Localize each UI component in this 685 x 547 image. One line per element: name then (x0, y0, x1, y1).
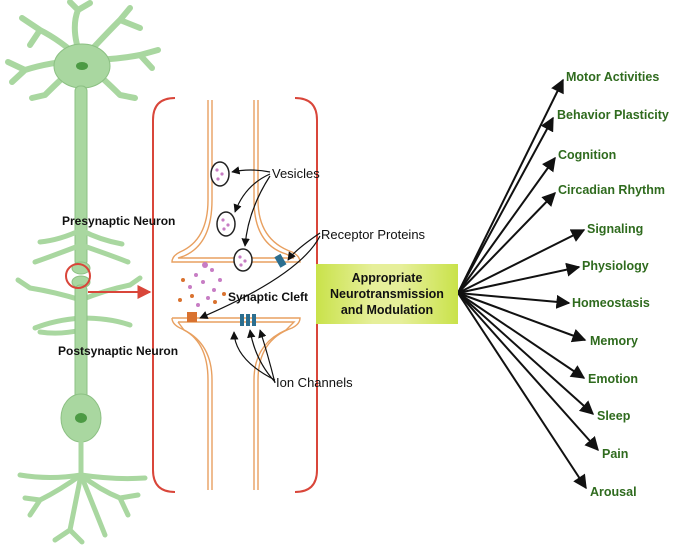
axon-terminals (32, 227, 131, 265)
presynaptic-label: Presynaptic Neuron (62, 214, 176, 228)
function-label: Sleep (597, 409, 631, 423)
function-arrow (457, 292, 587, 490)
function-arrow (457, 116, 554, 294)
neurotransmission-box: Appropriate Neurotransmission and Modula… (316, 264, 458, 324)
center-line-3: and Modulation (340, 303, 434, 317)
callout-arrows (199, 166, 321, 384)
function-arrow (457, 191, 556, 294)
receptor-protein-bottom (187, 312, 197, 322)
function-label: Memory (590, 334, 638, 348)
center-line-2: Neurotransmission (330, 287, 444, 301)
function-arrow (457, 78, 564, 294)
function-label: Circadian Rhythm (558, 183, 665, 197)
function-arrow (457, 292, 571, 309)
neuron-illustration (5, 0, 161, 545)
function-arrow (457, 292, 586, 379)
receptor-protein-top (274, 253, 287, 268)
axon (74, 85, 88, 267)
ion-channels (240, 314, 256, 326)
function-arrow (457, 292, 595, 415)
neurotransmitters (178, 262, 226, 307)
receptor-proteins-label: Receptor Proteins (321, 227, 426, 242)
presynaptic-nucleus (76, 62, 88, 70)
function-label: Physiology (582, 259, 649, 273)
ion-channels-label: Ion Channels (276, 375, 353, 390)
postsynaptic-label: Postsynaptic Neuron (58, 344, 179, 358)
function-label: Pain (602, 447, 629, 461)
postsynaptic-nucleus (75, 413, 87, 423)
function-label: Cognition (558, 148, 617, 162)
function-label: Homeostasis (572, 296, 650, 310)
postsynaptic-lower-dendrites (17, 437, 148, 545)
function-label: Motor Activities (566, 70, 660, 84)
function-arrow (457, 229, 586, 294)
function-label: Emotion (588, 372, 638, 386)
synaptic-cleft-label: Synaptic Cleft (228, 290, 309, 304)
function-arrow (457, 292, 587, 343)
function-label: Signaling (587, 222, 644, 236)
synapse-membranes (171, 100, 301, 490)
function-label: Arousal (590, 485, 637, 499)
function-arrow (457, 292, 599, 452)
function-arrows (457, 78, 599, 490)
function-arrow (457, 156, 556, 294)
zoom-circle (65, 263, 91, 289)
function-label: Behavior Plasticity (557, 108, 669, 122)
vesicles-label: Vesicles (272, 166, 320, 181)
function-arrow (457, 262, 581, 294)
vesicles (210, 161, 253, 272)
center-line-1: Appropriate (351, 271, 423, 285)
